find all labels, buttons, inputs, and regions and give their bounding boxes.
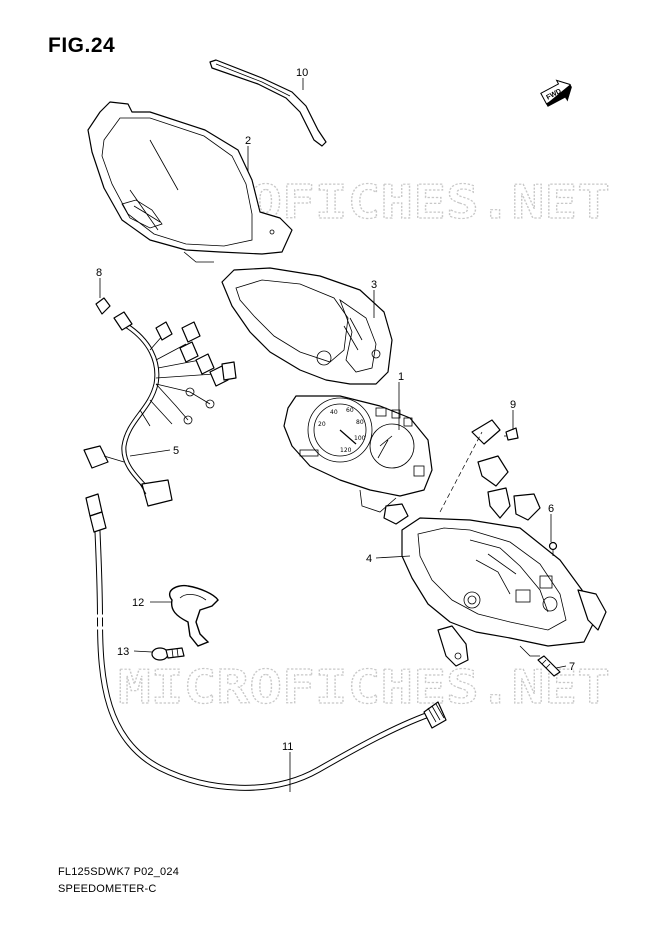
callout-7: 7: [569, 661, 575, 673]
part-2-meter-cover: [87, 101, 293, 263]
watermark-bottom: MICROFICHES.NET: [118, 660, 610, 714]
diagram-name: SPEEDOMETER-C: [58, 883, 157, 895]
callout-numbers: 1 2 3 4 5 6 7 8 9 10 11 12 13: [96, 67, 575, 753]
figure-title: FIG.24: [48, 34, 116, 57]
callout-8: 8: [96, 267, 102, 279]
part-8-bulb: [95, 297, 111, 315]
callout-6: 6: [548, 503, 554, 515]
svg-text:80: 80: [356, 419, 364, 426]
callout-1: 1: [398, 371, 404, 383]
part-4-meter-housing: [401, 517, 607, 667]
callout-10: 10: [296, 67, 308, 79]
svg-text:20: 20: [318, 421, 326, 428]
part-11-speedometer-cable: [85, 493, 447, 791]
part-7-screw: [537, 655, 561, 677]
callout-4: 4: [366, 553, 372, 565]
part-13-screw: [151, 647, 185, 661]
fwd-arrow-icon: FWD: [540, 79, 572, 107]
part-9-screw: [505, 427, 519, 441]
svg-text:100: 100: [354, 435, 366, 442]
callout-12: 12: [132, 597, 144, 609]
part-3-meter-case: [221, 267, 393, 385]
callout-9: 9: [510, 399, 516, 411]
part-12-clamp: [169, 584, 219, 647]
part-6-screw: [548, 541, 558, 556]
callout-11: 11: [282, 741, 293, 753]
callout-2: 2: [245, 135, 251, 147]
callout-13: 13: [117, 646, 129, 658]
svg-text:40: 40: [330, 409, 338, 416]
leader-lines: [99, 78, 567, 792]
part-5-wiring-harness: [83, 311, 237, 507]
callout-3: 3: [371, 279, 377, 291]
callout-5: 5: [173, 445, 179, 457]
svg-text:120: 120: [340, 447, 352, 454]
part-10-strip: [209, 59, 327, 147]
small-light-parts: [471, 419, 541, 521]
svg-text:60: 60: [346, 407, 354, 414]
part-1-meter-assembly: 20 40 60 80 100 120: [283, 395, 433, 525]
diagram-code: FL125SDWK7 P02_024: [58, 866, 180, 878]
